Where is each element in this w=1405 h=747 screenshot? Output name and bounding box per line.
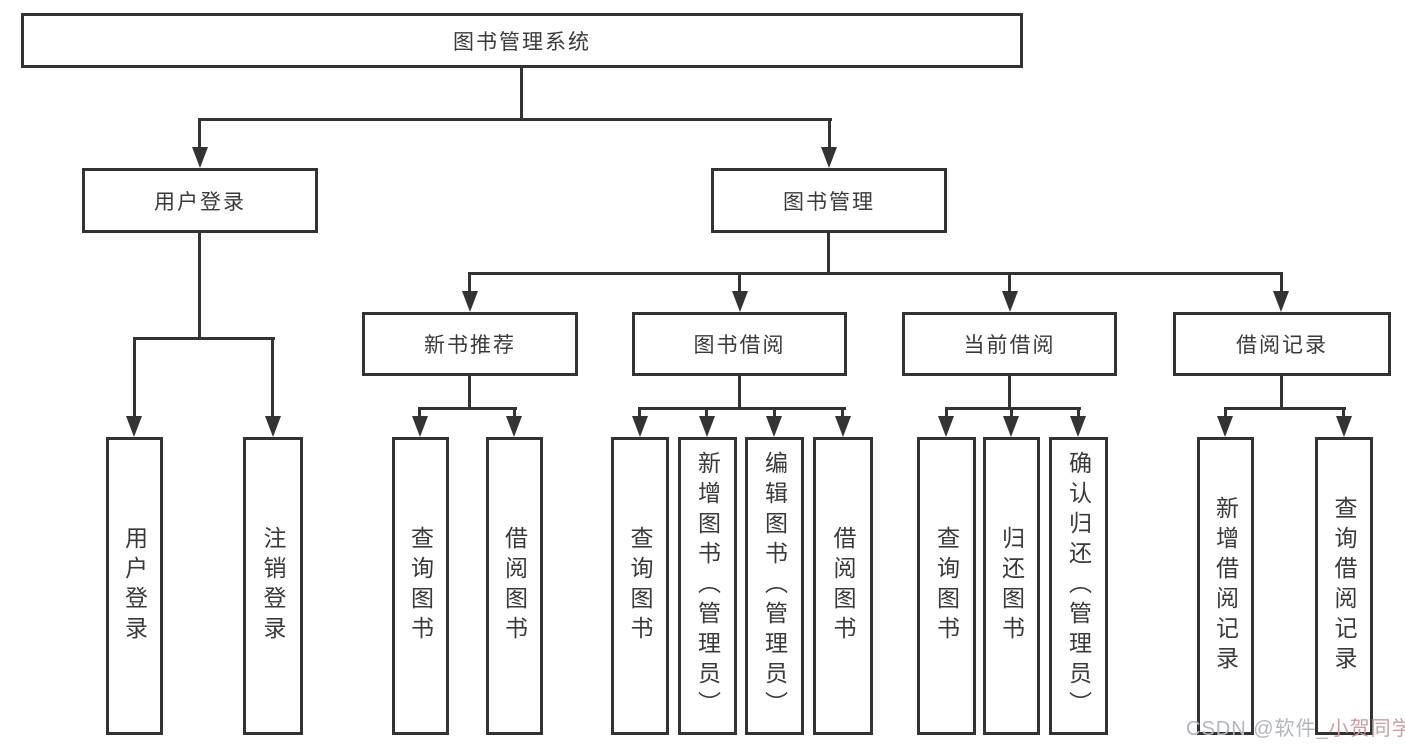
connector-line <box>468 275 471 295</box>
leaf-query-books-1: 查询图书 <box>392 437 449 735</box>
node-book-management-system: 图书管理系统 <box>21 13 1023 68</box>
arrow-down-icon <box>1002 291 1018 312</box>
leaf-query-books-2: 查询图书 <box>611 437 669 735</box>
arrow-down-icon <box>265 416 281 437</box>
connector-line <box>418 407 517 410</box>
node-new-book-recommend: 新书推荐 <box>362 312 578 376</box>
connector-line <box>827 233 830 275</box>
arrow-down-icon <box>126 416 142 437</box>
connector-line <box>841 410 844 418</box>
arrow-down-icon <box>821 147 837 168</box>
leaf-borrow-books-2: 借阅图书 <box>813 437 873 735</box>
connector-line <box>271 340 274 417</box>
connector-line <box>738 275 741 295</box>
arrow-down-icon <box>1070 416 1086 437</box>
arrow-down-icon <box>938 416 954 437</box>
arrow-down-icon <box>506 416 522 437</box>
node-current-borrowing: 当前借阅 <box>902 312 1117 376</box>
connector-line <box>133 340 136 417</box>
connector-line <box>468 272 1283 275</box>
arrow-down-icon <box>835 416 851 437</box>
connector-line <box>1224 407 1346 410</box>
connector-line <box>1077 410 1080 418</box>
connector-line <box>1008 275 1011 295</box>
arrow-down-icon <box>732 291 748 312</box>
connector-line <box>638 410 641 418</box>
connector-line <box>1008 376 1011 410</box>
connector-line <box>198 118 832 121</box>
leaf-add-borrow-record: 新增借阅记录 <box>1197 437 1254 735</box>
leaf-query-books-3: 查询图书 <box>917 437 976 735</box>
leaf-return-book: 归还图书 <box>983 437 1040 735</box>
leaf-logout: 注销登录 <box>243 437 303 735</box>
node-user-login: 用户登录 <box>82 168 318 233</box>
leaf-add-book-admin: 新增图书（管理员） <box>678 437 737 735</box>
arrow-down-icon <box>192 147 208 168</box>
node-book-borrowing: 图书借阅 <box>632 312 847 376</box>
arrow-down-icon <box>766 416 782 437</box>
arrow-down-icon <box>1336 416 1352 437</box>
connector-line <box>198 233 201 340</box>
arrow-down-icon <box>1003 416 1019 437</box>
connector-line <box>513 410 516 418</box>
connector-line <box>468 376 471 410</box>
leaf-confirm-return-admin: 确认归还（管理员） <box>1049 437 1108 735</box>
leaf-user-login: 用户登录 <box>106 437 163 735</box>
arrow-down-icon <box>699 416 715 437</box>
arrow-down-icon <box>1217 416 1233 437</box>
arrow-down-icon <box>1273 291 1289 312</box>
arrow-down-icon <box>462 291 478 312</box>
connector-line <box>705 410 708 418</box>
leaf-query-borrow-record: 查询借阅记录 <box>1315 437 1373 735</box>
arrow-down-icon <box>632 416 648 437</box>
connector-line <box>1342 410 1345 418</box>
connector-line <box>638 407 846 410</box>
node-borrowing-records: 借阅记录 <box>1173 312 1391 376</box>
connector-line <box>945 407 1081 410</box>
arrow-down-icon <box>412 416 428 437</box>
node-book-management: 图书管理 <box>711 168 947 233</box>
connector-line <box>198 121 201 151</box>
leaf-borrow-books-1: 借阅图书 <box>486 437 543 735</box>
connector-line <box>418 410 421 418</box>
connector-line <box>1010 410 1013 418</box>
connector-line <box>133 337 275 340</box>
connector-line <box>945 410 948 418</box>
connector-line <box>520 68 523 118</box>
connector-line <box>1280 376 1283 410</box>
connector-line <box>1224 410 1227 418</box>
connector-line <box>828 121 831 151</box>
connector-line <box>773 410 776 418</box>
leaf-edit-book-admin: 编辑图书（管理员） <box>745 437 804 735</box>
connector-line <box>738 376 741 410</box>
connector-line <box>1280 275 1283 295</box>
